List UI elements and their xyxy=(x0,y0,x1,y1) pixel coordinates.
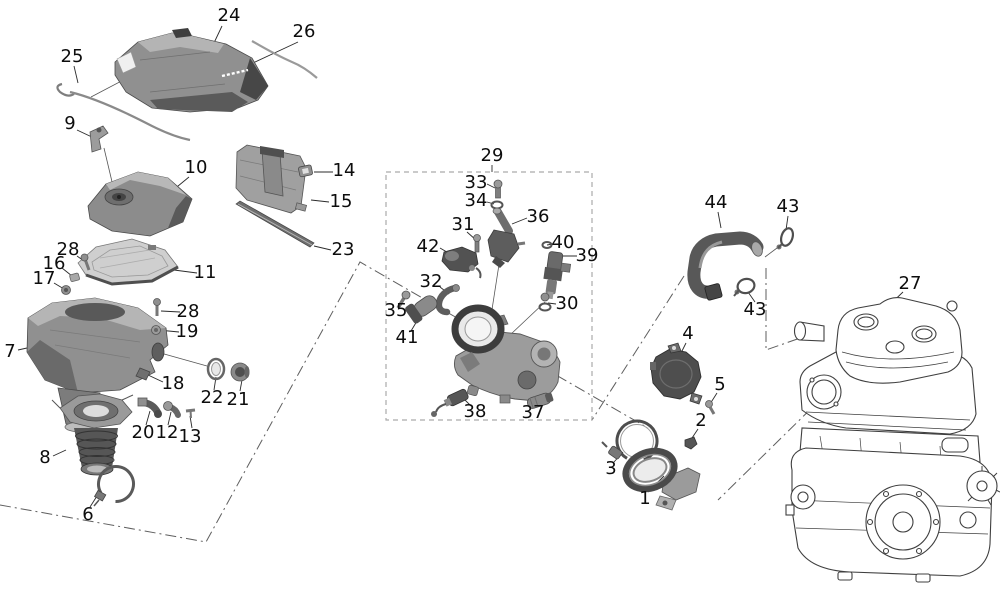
part-callout-label: 9 xyxy=(64,113,76,134)
part-44-hose xyxy=(687,231,764,301)
part-callout-label: 18 xyxy=(161,373,185,394)
part-callout-label: 1 xyxy=(639,488,651,509)
part-34-oring xyxy=(490,200,504,210)
part-callout-label: 11 xyxy=(193,262,217,283)
part-30-cap-oring xyxy=(538,292,552,312)
part-15-bracket-panel xyxy=(235,144,308,214)
part-callout-label: 28 xyxy=(56,239,80,260)
part-callout-label: 31 xyxy=(451,214,475,235)
part-callout-label: 20 xyxy=(131,422,155,443)
part-11-filter xyxy=(77,238,179,286)
part-callout-label: 24 xyxy=(217,5,241,26)
part-2-clip xyxy=(684,436,698,450)
part-23-seal-strip xyxy=(235,200,315,248)
part-callout-label: 8 xyxy=(39,447,51,468)
part-22-ring xyxy=(206,357,226,381)
part-40-oring xyxy=(541,241,553,249)
part-callout-label: 4 xyxy=(682,323,694,344)
part-42-sensor xyxy=(441,246,482,279)
part-21-plug xyxy=(230,362,250,382)
part-41-sensor xyxy=(405,295,438,324)
part-28b-screw xyxy=(153,298,161,316)
part-callout-label: 5 xyxy=(714,374,726,395)
engine-27-drawing xyxy=(785,297,1000,583)
part-callout-label: 21 xyxy=(226,389,250,410)
part-4-flange-cover xyxy=(650,342,703,405)
part-35-screw xyxy=(396,290,411,309)
part-13-screw xyxy=(185,408,196,419)
part-callout-label: 32 xyxy=(419,271,443,292)
part-callout-label: 7 xyxy=(4,341,16,362)
part-callout-label: 33 xyxy=(464,172,488,193)
part-33-bolt xyxy=(493,179,503,199)
part-20-sensor xyxy=(137,397,162,418)
assembly-box-29 xyxy=(385,171,593,421)
part-12-sensor xyxy=(163,401,181,418)
part-callout-label: 41 xyxy=(395,327,419,348)
part-callout-label: 27 xyxy=(898,273,922,294)
part-callout-label: 17 xyxy=(32,268,56,289)
part-throttle-body xyxy=(451,304,561,404)
part-callout-label: 37 xyxy=(521,402,545,423)
part-callout-label: 40 xyxy=(551,232,575,253)
part-17-grommet xyxy=(61,285,71,295)
part-callout-label: 39 xyxy=(575,245,599,266)
part-callout-label: 10 xyxy=(184,157,208,178)
part-callout-label: 23 xyxy=(331,239,355,260)
part-callout-label: 30 xyxy=(555,293,579,314)
part-callout-label: 29 xyxy=(480,145,504,166)
part-8-intake-funnel xyxy=(51,393,134,476)
part-callout-label: 12 xyxy=(155,422,179,443)
part-callout-label: 43 xyxy=(776,196,800,217)
part-callout-label: 15 xyxy=(329,191,353,212)
part-callout-label: 28 xyxy=(176,301,200,322)
part-callout-label: 3 xyxy=(605,458,617,479)
part-24-airbox-cover xyxy=(114,28,269,113)
part-callout-label: 13 xyxy=(178,426,202,447)
part-26-wire xyxy=(251,40,318,79)
part-1-intake-boot xyxy=(622,447,701,511)
part-18-clip xyxy=(135,367,151,381)
part-callout-label: 14 xyxy=(332,160,356,181)
part-callout-label: 25 xyxy=(60,46,84,67)
part-callout-label: 44 xyxy=(704,192,728,213)
part-callout-label: 22 xyxy=(200,387,224,408)
part-28a-screw xyxy=(80,253,91,271)
part-callout-label: 38 xyxy=(463,401,487,422)
part-callout-label: 16 xyxy=(42,253,66,274)
part-31-bolt xyxy=(473,234,481,253)
part-callout-label: 42 xyxy=(416,236,440,257)
part-36-fuel-joint xyxy=(487,207,526,268)
part-9-bracket xyxy=(89,125,109,153)
part-callout-label: 26 xyxy=(292,21,316,42)
part-10-cover xyxy=(87,171,193,237)
part-6-clamp xyxy=(93,465,135,507)
part-43a-clamp xyxy=(776,227,795,250)
part-38-connector xyxy=(431,388,469,417)
part-callout-label: 35 xyxy=(384,300,408,321)
part-callout-label: 34 xyxy=(464,190,488,211)
part-32-hose-elbow xyxy=(435,284,460,316)
part-43b-clamp xyxy=(733,277,756,297)
part-callout-label: 43 xyxy=(743,299,767,320)
part-37-sensor xyxy=(526,392,554,409)
part-callout-label: 19 xyxy=(175,321,199,342)
part-39-injector xyxy=(543,251,572,300)
part-14-clip xyxy=(298,164,313,178)
part-callout-label: 2 xyxy=(695,410,707,431)
part-19-nut xyxy=(151,325,161,335)
part-25-wire xyxy=(56,82,191,142)
part-16-spacer xyxy=(69,272,80,282)
part-5-bolt xyxy=(705,400,716,415)
part-callout-label: 36 xyxy=(526,206,550,227)
part-callout-label: 6 xyxy=(82,504,94,525)
